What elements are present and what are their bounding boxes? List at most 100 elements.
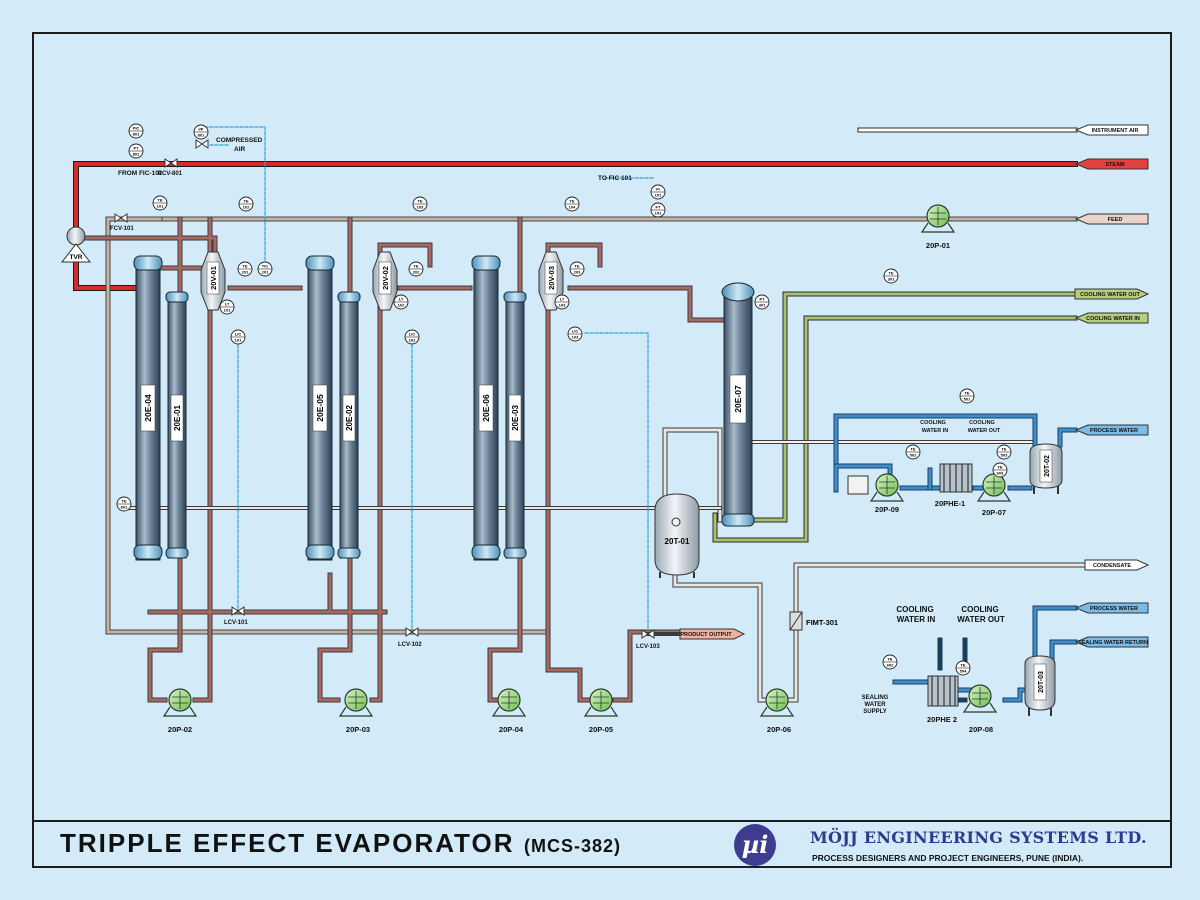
instrument-number-te601: 601 bbox=[121, 505, 128, 510]
valve-label-pcv: PCV-801 bbox=[158, 171, 183, 177]
label-sealing-1: SEALING bbox=[862, 695, 889, 701]
instrument-function-te503: TE bbox=[1001, 447, 1006, 452]
pump-label-p07: 20P-07 bbox=[982, 508, 1006, 517]
label-sealing-2: WATER bbox=[864, 702, 886, 708]
equip-label-v03: 20V-03 bbox=[547, 266, 556, 290]
instrument-number-te202: 202 bbox=[413, 270, 420, 275]
instrument-function-te504: TE bbox=[960, 663, 965, 668]
instrument-function-te202: TE bbox=[413, 264, 418, 269]
instrument-function-ip: I/P bbox=[199, 127, 204, 132]
equip-label-t01: 20T-01 bbox=[665, 537, 690, 546]
valve-label-lcv2: LCV-102 bbox=[398, 642, 422, 648]
instrument-number-fi101: 101 bbox=[655, 193, 662, 198]
equip-label-fimt: FIMT-301 bbox=[806, 618, 838, 627]
equip-label-e03: 20E-03 bbox=[511, 405, 520, 431]
label-cw-in-big-2: WATER IN bbox=[897, 615, 936, 624]
separator-20v-03: 20V-03 bbox=[538, 251, 564, 311]
label-sealing-3: SUPPLY bbox=[863, 709, 886, 715]
valve-label-lcv3: LCV-103 bbox=[636, 644, 660, 650]
instrument-number-ip: 801 bbox=[198, 133, 205, 138]
pump-label-p05: 20P-05 bbox=[589, 725, 613, 734]
instrument-number-pic_top: 801 bbox=[133, 132, 140, 137]
pump-label-p09: 20P-09 bbox=[875, 505, 899, 514]
instrument-number-te603: 603 bbox=[997, 471, 1004, 476]
instrument-number-lic102: 102 bbox=[409, 338, 416, 343]
stream-cooling-water-out: COOLING WATER OUT bbox=[1080, 292, 1140, 298]
instrument-function-te104: TE bbox=[569, 199, 574, 204]
pump-20p-03 bbox=[339, 688, 373, 717]
label-from-fic: FROM FIC-101 bbox=[118, 170, 163, 177]
diagram-title: TRIPPLE EFFECT EVAPORATOR bbox=[60, 828, 515, 858]
instrument-number-lt101: 101 bbox=[224, 308, 231, 313]
instrument-number-te104: 104 bbox=[569, 205, 576, 210]
pump-20p-05 bbox=[584, 688, 618, 717]
instrument-function-pt301: PT bbox=[759, 297, 765, 302]
diagram-frame bbox=[32, 32, 1172, 868]
instrument-function-te102: TE bbox=[243, 199, 248, 204]
stream-cooling-water-in: COOLING WATER IN bbox=[1086, 316, 1140, 322]
valve-lcv-102 bbox=[405, 627, 419, 637]
stream-process-water-1: PROCESS WATER bbox=[1090, 428, 1138, 434]
stream-sealing-water-return: SEALING WATER RETURN bbox=[1078, 640, 1148, 646]
instrument-function-te601: TE bbox=[121, 499, 126, 504]
stream-condensate: CONDENSATE bbox=[1093, 563, 1131, 569]
valve-label-lcv1: LCV-101 bbox=[224, 620, 248, 626]
pump-label-p02: 20P-02 bbox=[168, 725, 192, 734]
stream-arrows: INSTRUMENT AIR STEAM FEED COOLING WATER … bbox=[679, 124, 1150, 648]
instrument-function-te602: TE bbox=[887, 657, 892, 662]
separator-20v-01: 20V-01 bbox=[200, 251, 226, 311]
tank-20t-01: 20T-01 bbox=[654, 493, 700, 578]
valve-label-fcv: FCV-101 bbox=[110, 226, 134, 232]
instrument-function-te203: TE bbox=[574, 264, 579, 269]
pump-20p-09 bbox=[870, 473, 904, 502]
instrument-number-te201: 201 bbox=[242, 270, 249, 275]
valve-lcv-101 bbox=[231, 606, 245, 616]
instrument-number-te103: 103 bbox=[417, 205, 424, 210]
label-cw-out-big-2: WATER OUT bbox=[957, 615, 1005, 624]
stream-feed: FEED bbox=[1108, 217, 1123, 223]
instrument-number-te102: 102 bbox=[243, 205, 250, 210]
valves bbox=[114, 139, 655, 639]
separator-20v-02: 20V-02 bbox=[372, 251, 398, 311]
equip-label-e01: 20E-01 bbox=[173, 405, 182, 431]
instrument-number-te502: 502 bbox=[910, 453, 917, 458]
equip-label-e06: 20E-06 bbox=[481, 394, 491, 422]
equip-label-t02: 20T-02 bbox=[1044, 455, 1051, 477]
instrument-number-te203: 203 bbox=[574, 270, 581, 275]
instrument-function-te101: TE bbox=[157, 198, 162, 203]
instrument-number-pt_top: 801 bbox=[133, 152, 140, 157]
pump-label-p04: 20P-04 bbox=[499, 725, 524, 734]
pump-label-p01: 20P-01 bbox=[926, 241, 950, 250]
label-compressed-air: COMPRESSED bbox=[216, 137, 263, 144]
pump-20p-07 bbox=[977, 473, 1011, 502]
tank-20t-02: 20T-02 bbox=[1029, 443, 1063, 494]
plate-heat-exchanger-20phe-2 bbox=[927, 675, 959, 707]
instrument-number-lt103: 103 bbox=[559, 303, 566, 308]
label-cw-out-1: COOLING bbox=[969, 420, 995, 426]
valve-pcv-801 bbox=[164, 158, 178, 168]
equip-label-e02: 20E-02 bbox=[345, 405, 354, 431]
instrument-function-fi101: FI bbox=[656, 187, 660, 192]
label-cw-in-big-1: COOLING bbox=[896, 605, 933, 614]
instrument-function-te502: TE bbox=[910, 447, 915, 452]
instrument-function-pt_top: PT bbox=[133, 146, 139, 151]
valve-lcv-103 bbox=[641, 629, 655, 639]
instrument-number-te504: 504 bbox=[960, 669, 967, 674]
